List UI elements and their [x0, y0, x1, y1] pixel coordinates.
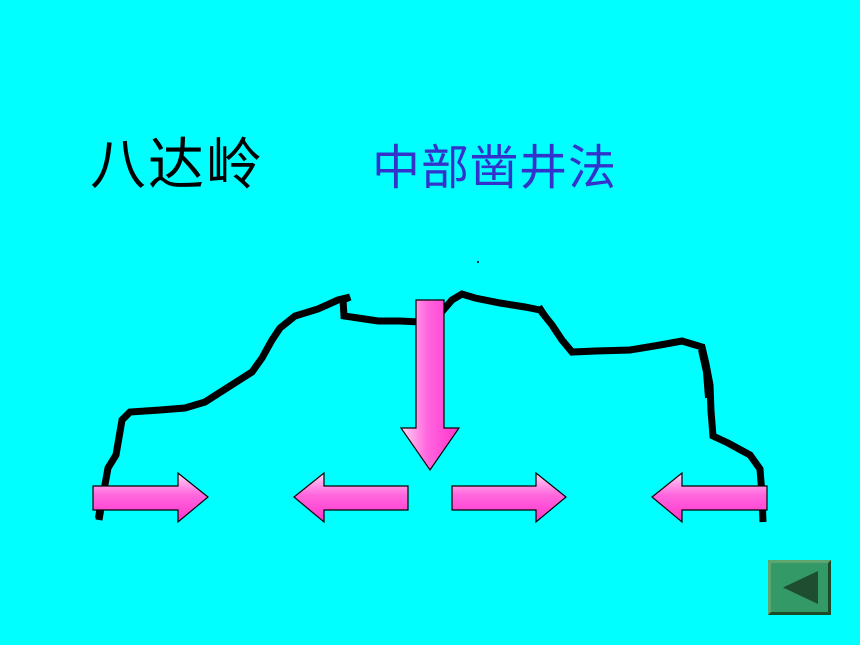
right-arrow-center-east [451, 471, 567, 524]
left-arrow-right-portal [651, 471, 768, 524]
slide-title: 八达岭 [90, 133, 264, 198]
left-arrow-center-west [293, 471, 409, 524]
slide-subtitle: 中部凿井法 [372, 140, 618, 196]
down-arrow [399, 299, 461, 472]
right-arrow-left-portal [92, 471, 209, 524]
dot-mark [477, 261, 479, 263]
triangle-left-icon [783, 571, 818, 604]
back-button[interactable] [768, 560, 831, 615]
